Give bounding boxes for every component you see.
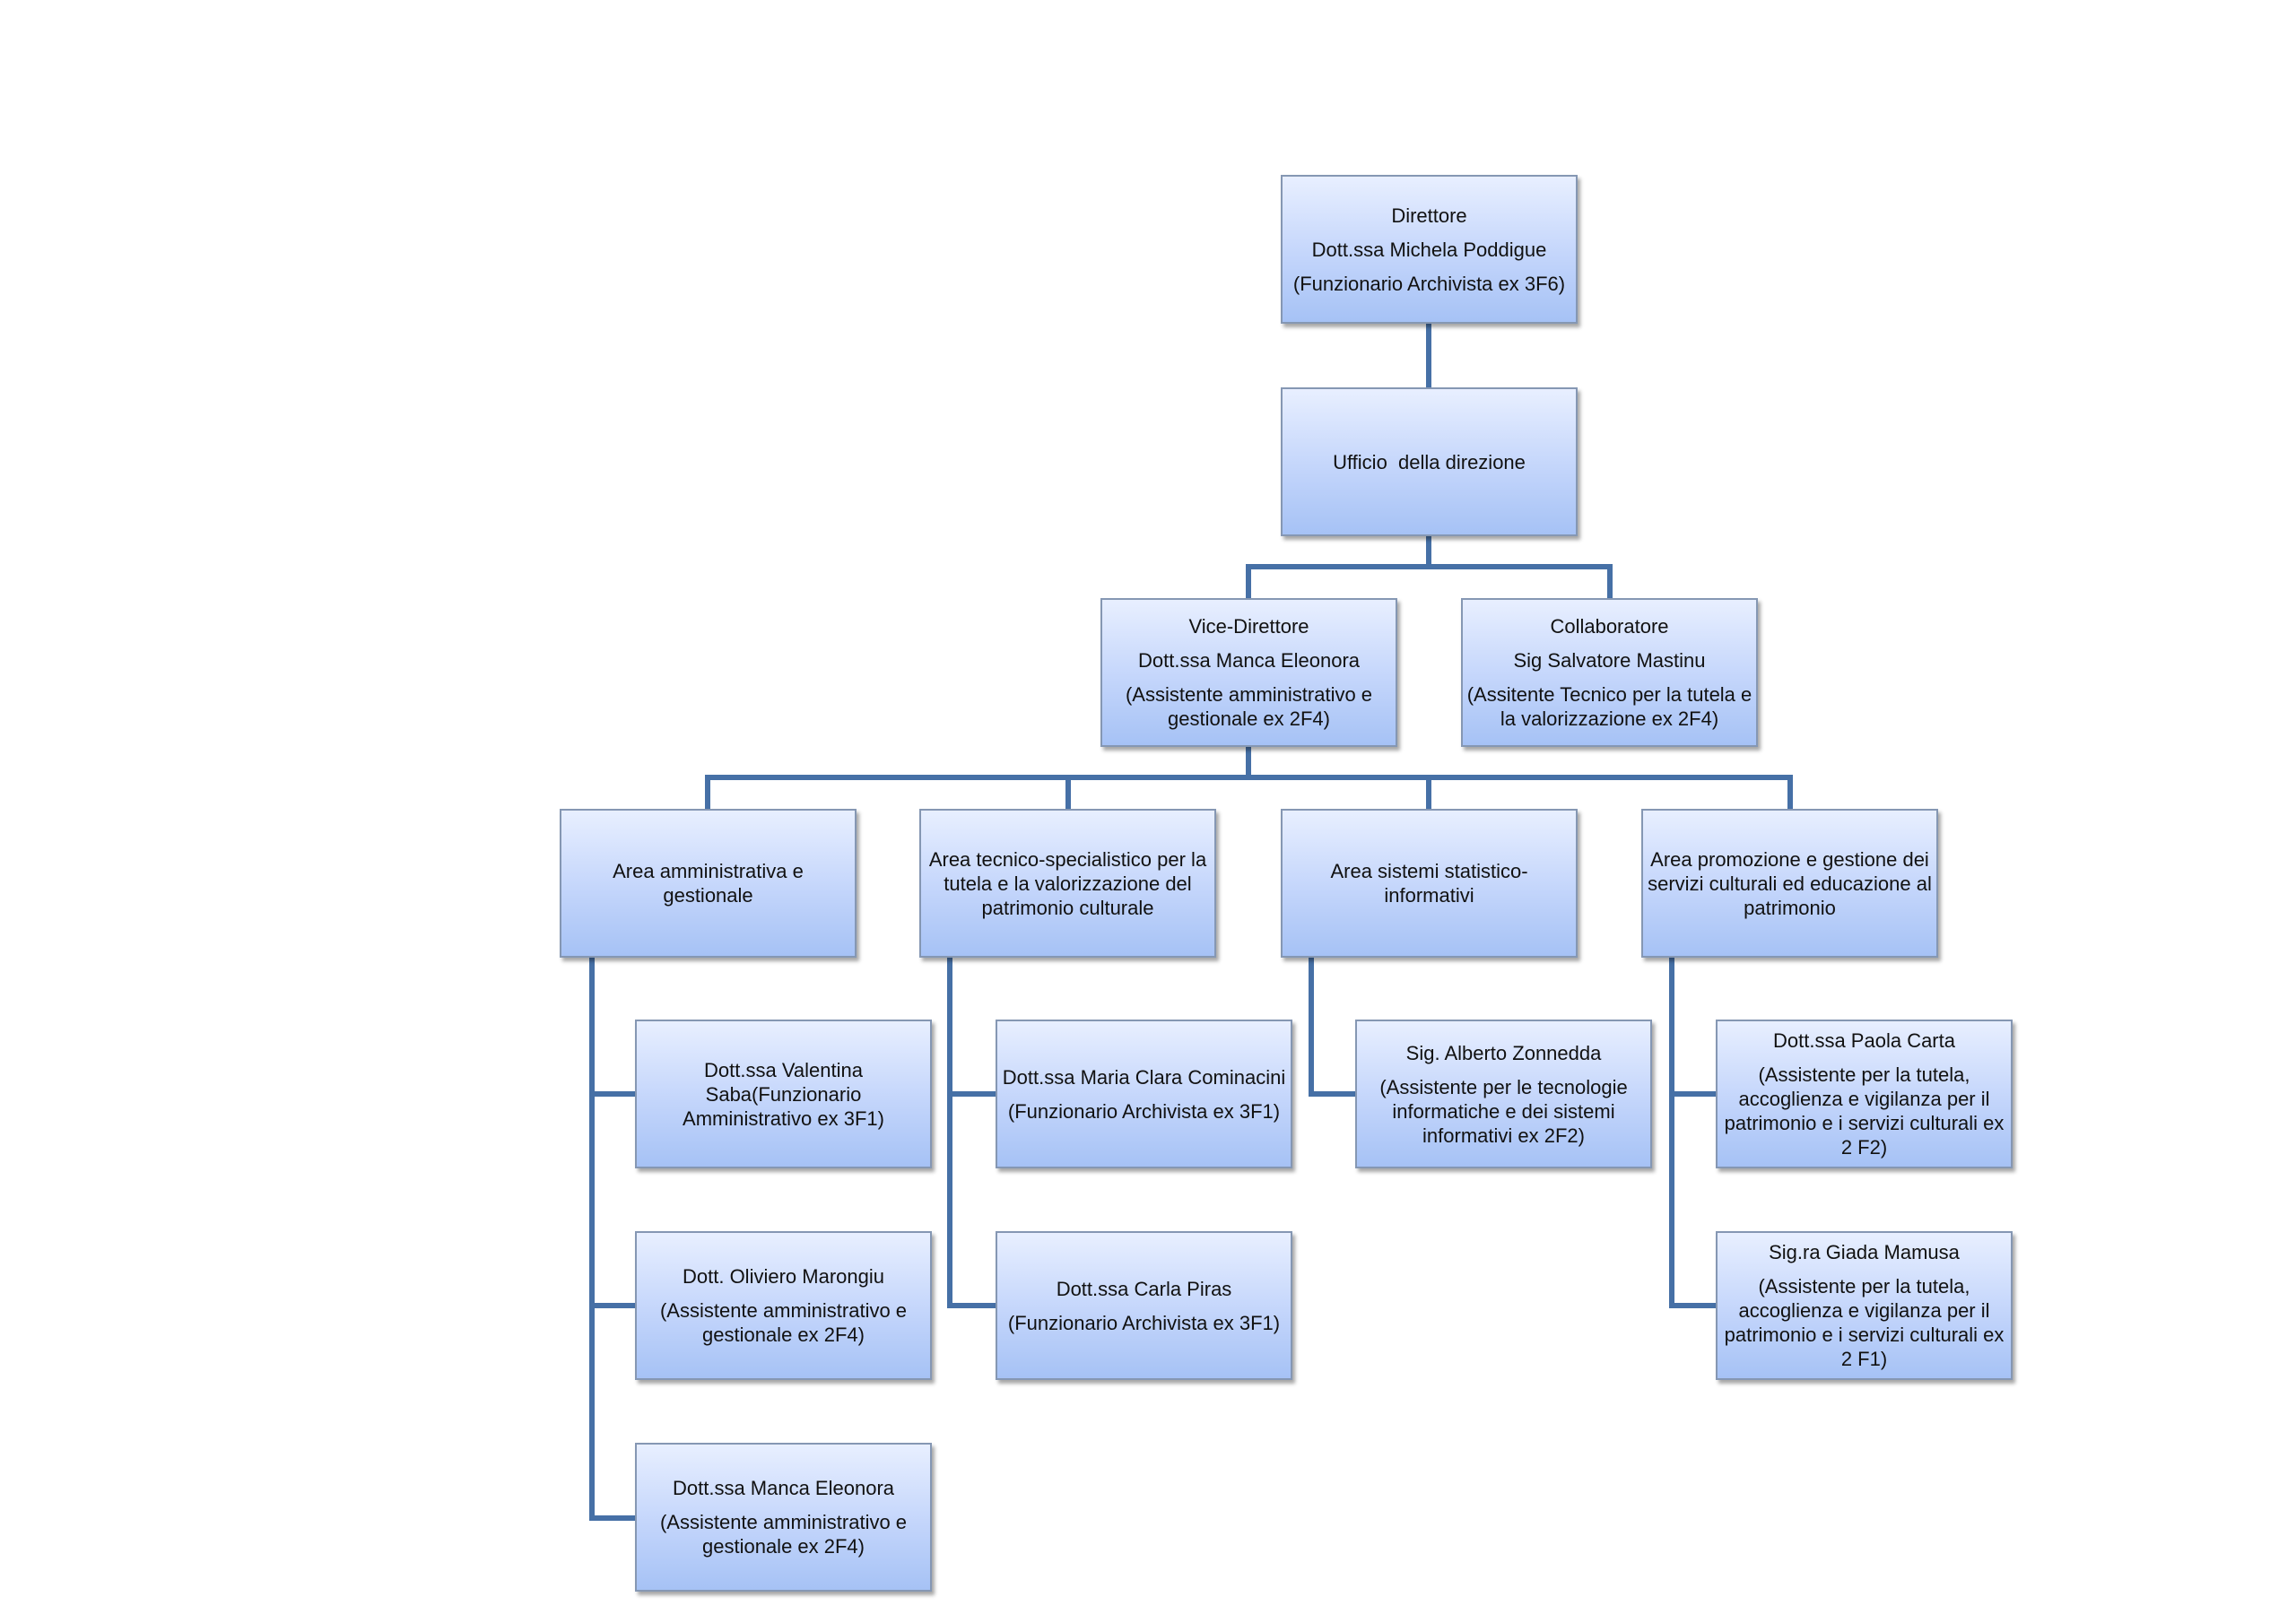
node-collaboratore: Collaboratore Sig Salvatore Mastinu (Ass… bbox=[1461, 598, 1758, 747]
node-vice-role: (Assistente amministrativo e gestionale … bbox=[1125, 683, 1373, 730]
node-area-pro-title: Area promozione e gestione dei servizi c… bbox=[1648, 847, 1932, 919]
node-collaboratore-title: Collaboratore bbox=[1550, 615, 1669, 638]
node-marongiu-role: (Assistente amministrativo e gestionale … bbox=[659, 1299, 908, 1346]
node-mamusa: Sig.ra Giada Mamusa (Assistente per la t… bbox=[1716, 1231, 2013, 1380]
node-ufficio-direzione: Ufficio della direzione bbox=[1281, 387, 1578, 536]
node-zonnedda: Sig. Alberto Zonnedda (Assistente per le… bbox=[1355, 1020, 1652, 1168]
node-cominacini: Dott.ssa Maria Clara Cominacini (Funzion… bbox=[996, 1020, 1292, 1168]
node-area-tec-title: Area tecnico-specialistico per la tutela… bbox=[928, 847, 1207, 919]
node-manca-role: (Assistente amministrativo e gestionale … bbox=[659, 1511, 908, 1558]
node-direttore-role: (Funzionario Archivista ex 3F6) bbox=[1292, 272, 1566, 295]
node-saba-text: Dott.ssa Valentina Saba(Funzionario Ammi… bbox=[683, 1058, 884, 1130]
node-marongiu: Dott. Oliviero Marongiu (Assistente ammi… bbox=[635, 1231, 932, 1380]
node-collaboratore-role: (Assitente Tecnico per la tutela e la va… bbox=[1466, 683, 1752, 730]
node-vice-direttore: Vice-Direttore Dott.ssa Manca Eleonora (… bbox=[1100, 598, 1397, 747]
node-ufficio-title: Ufficio della direzione bbox=[1333, 450, 1526, 473]
node-piras-name: Dott.ssa Carla Piras bbox=[1056, 1277, 1232, 1300]
node-collaboratore-name: Sig Salvatore Mastinu bbox=[1513, 649, 1706, 672]
node-area-amm-title: Area amministrativa e gestionale bbox=[613, 860, 804, 907]
node-vice-title: Vice-Direttore bbox=[1188, 615, 1309, 638]
node-mamusa-role: (Assistente per la tutela, accoglienza e… bbox=[1724, 1275, 2005, 1370]
node-direttore: Direttore Dott.ssa Michela Poddigue (Fun… bbox=[1281, 175, 1578, 324]
node-manca-name: Dott.ssa Manca Eleonora bbox=[672, 1477, 895, 1499]
node-carta-role: (Assistente per la tutela, accoglienza e… bbox=[1724, 1063, 2005, 1159]
node-mamusa-name: Sig.ra Giada Mamusa bbox=[1769, 1241, 1960, 1263]
node-marongiu-name: Dott. Oliviero Marongiu bbox=[683, 1265, 884, 1288]
node-carta-name: Dott.ssa Paola Carta bbox=[1773, 1029, 1955, 1052]
node-direttore-title: Direttore bbox=[1391, 204, 1467, 227]
node-area-tecnico: Area tecnico-specialistico per la tutela… bbox=[919, 809, 1216, 958]
node-area-sis-title: Area sistemi statistico-informativi bbox=[1330, 860, 1528, 907]
node-area-amministrativa: Area amministrativa e gestionale bbox=[560, 809, 857, 958]
node-zonnedda-name: Sig. Alberto Zonnedda bbox=[1405, 1041, 1602, 1064]
node-manca: Dott.ssa Manca Eleonora (Assistente ammi… bbox=[635, 1443, 932, 1592]
node-piras: Dott.ssa Carla Piras (Funzionario Archiv… bbox=[996, 1231, 1292, 1380]
node-zonnedda-role: (Assistente per le tecnologie informatic… bbox=[1379, 1075, 1628, 1147]
node-cominacini-role: (Funzionario Archivista ex 3F1) bbox=[1007, 1099, 1281, 1123]
node-cominacini-name: Dott.ssa Maria Clara Cominacini bbox=[1002, 1065, 1286, 1089]
node-piras-role: (Funzionario Archivista ex 3F1) bbox=[1007, 1311, 1281, 1334]
node-area-promozione: Area promozione e gestione dei servizi c… bbox=[1641, 809, 1938, 958]
node-carta: Dott.ssa Paola Carta (Assistente per la … bbox=[1716, 1020, 2013, 1168]
node-area-sistemi: Area sistemi statistico-informativi bbox=[1281, 809, 1578, 958]
node-vice-name: Dott.ssa Manca Eleonora bbox=[1137, 649, 1361, 672]
node-saba: Dott.ssa Valentina Saba(Funzionario Ammi… bbox=[635, 1020, 932, 1168]
node-direttore-name: Dott.ssa Michela Poddigue bbox=[1311, 238, 1547, 261]
